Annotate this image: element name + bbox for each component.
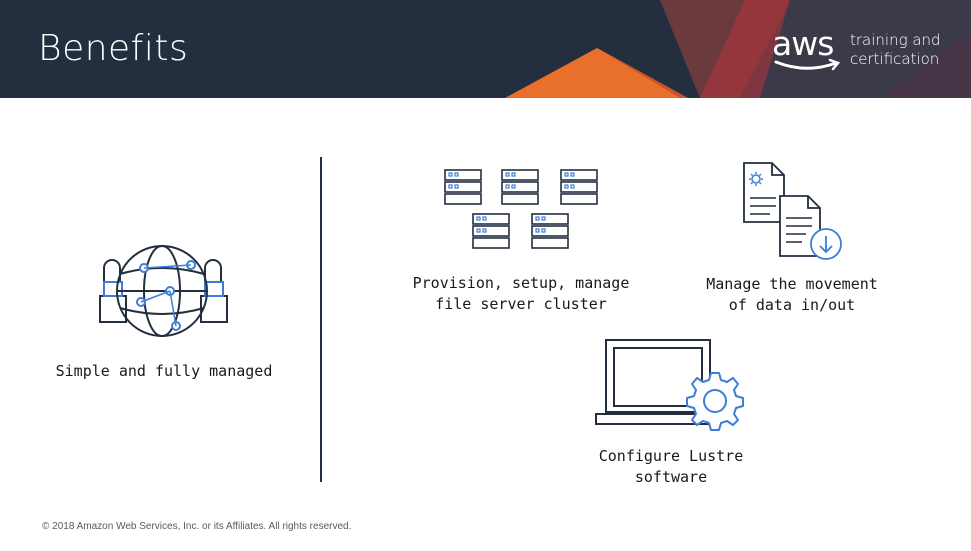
header-banner: Benefits aws training and certification xyxy=(0,0,971,98)
page-title: Benefits xyxy=(38,28,189,69)
configure-caption: Configure Lustre software xyxy=(560,446,782,488)
vertical-divider xyxy=(320,157,322,482)
provision-caption: Provision, setup, manage file server clu… xyxy=(400,273,642,315)
data-movement-caption: Manage the movement of data in/out xyxy=(668,274,916,316)
laptop-gear-icon xyxy=(595,339,744,431)
provision-line1: Provision, setup, manage xyxy=(412,274,630,292)
aws-wordmark: aws xyxy=(772,24,834,63)
data-movement-line2: of data in/out xyxy=(728,296,856,314)
configure-line1: Configure Lustre xyxy=(598,447,744,465)
simple-managed-label: Simple and fully managed xyxy=(55,362,273,380)
document-transfer-icon xyxy=(743,162,842,260)
aws-logo: aws training and certification xyxy=(772,24,952,76)
tagline-line1: training and xyxy=(850,31,941,49)
server-cluster-icon xyxy=(444,169,598,249)
data-movement-line1: Manage the movement xyxy=(706,275,878,293)
simple-managed-caption: Simple and fully managed xyxy=(40,361,288,382)
aws-smile-icon xyxy=(774,58,841,71)
aws-tagline: training and certification xyxy=(850,31,960,69)
tagline-line2: certification xyxy=(850,50,940,68)
configure-line2: software xyxy=(634,468,708,486)
globe-with-locks-icon xyxy=(99,245,228,337)
provision-line2: file server cluster xyxy=(435,295,607,313)
copyright-notice: © 2018 Amazon Web Services, Inc. or its … xyxy=(42,521,352,532)
header-decoration xyxy=(505,0,971,98)
